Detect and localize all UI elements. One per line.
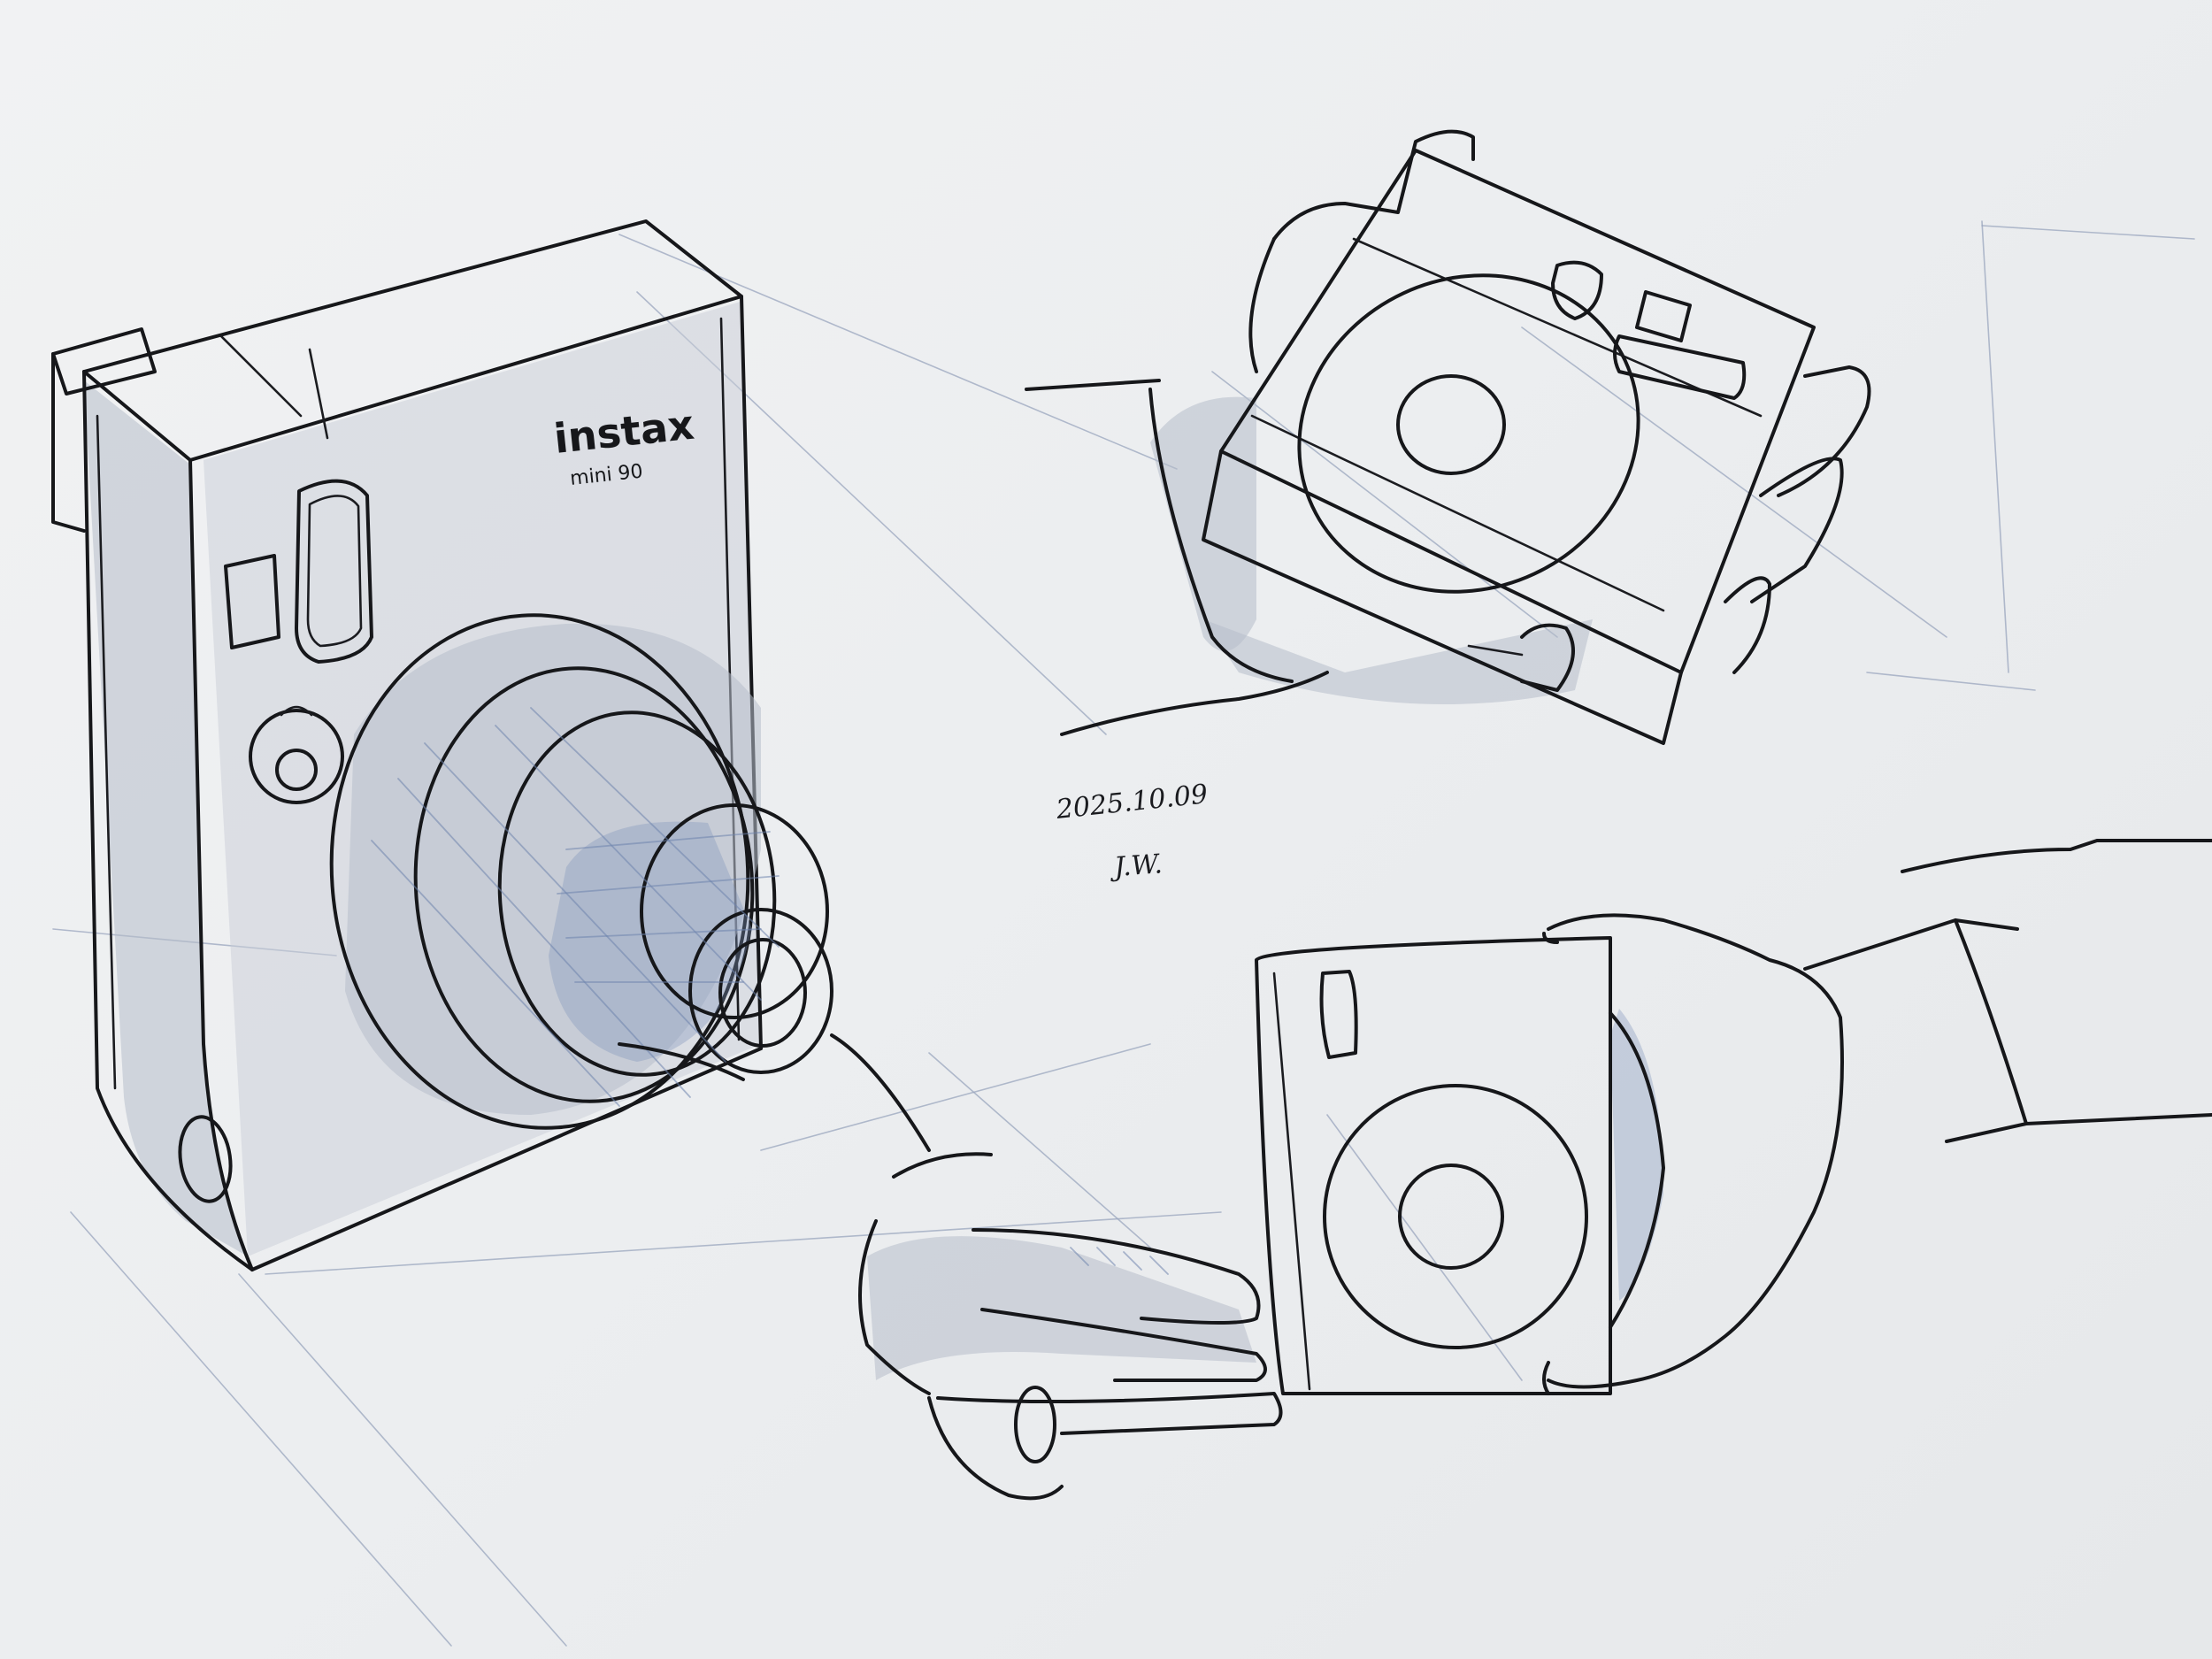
camera-perspective-sketch: instax mini 90 (51, 219, 833, 1271)
construction-lines (52, 220, 2195, 1647)
handwritten-note: 2025.10.09 J.W. (1054, 779, 1209, 883)
sketch-signature: J.W. (1108, 849, 1164, 883)
hand-holding-camera-top-sketch (1025, 129, 1871, 745)
hands-holding-camera-bottom-sketch (618, 839, 2212, 1501)
sketch-date: 2025.10.09 (1054, 779, 1209, 826)
